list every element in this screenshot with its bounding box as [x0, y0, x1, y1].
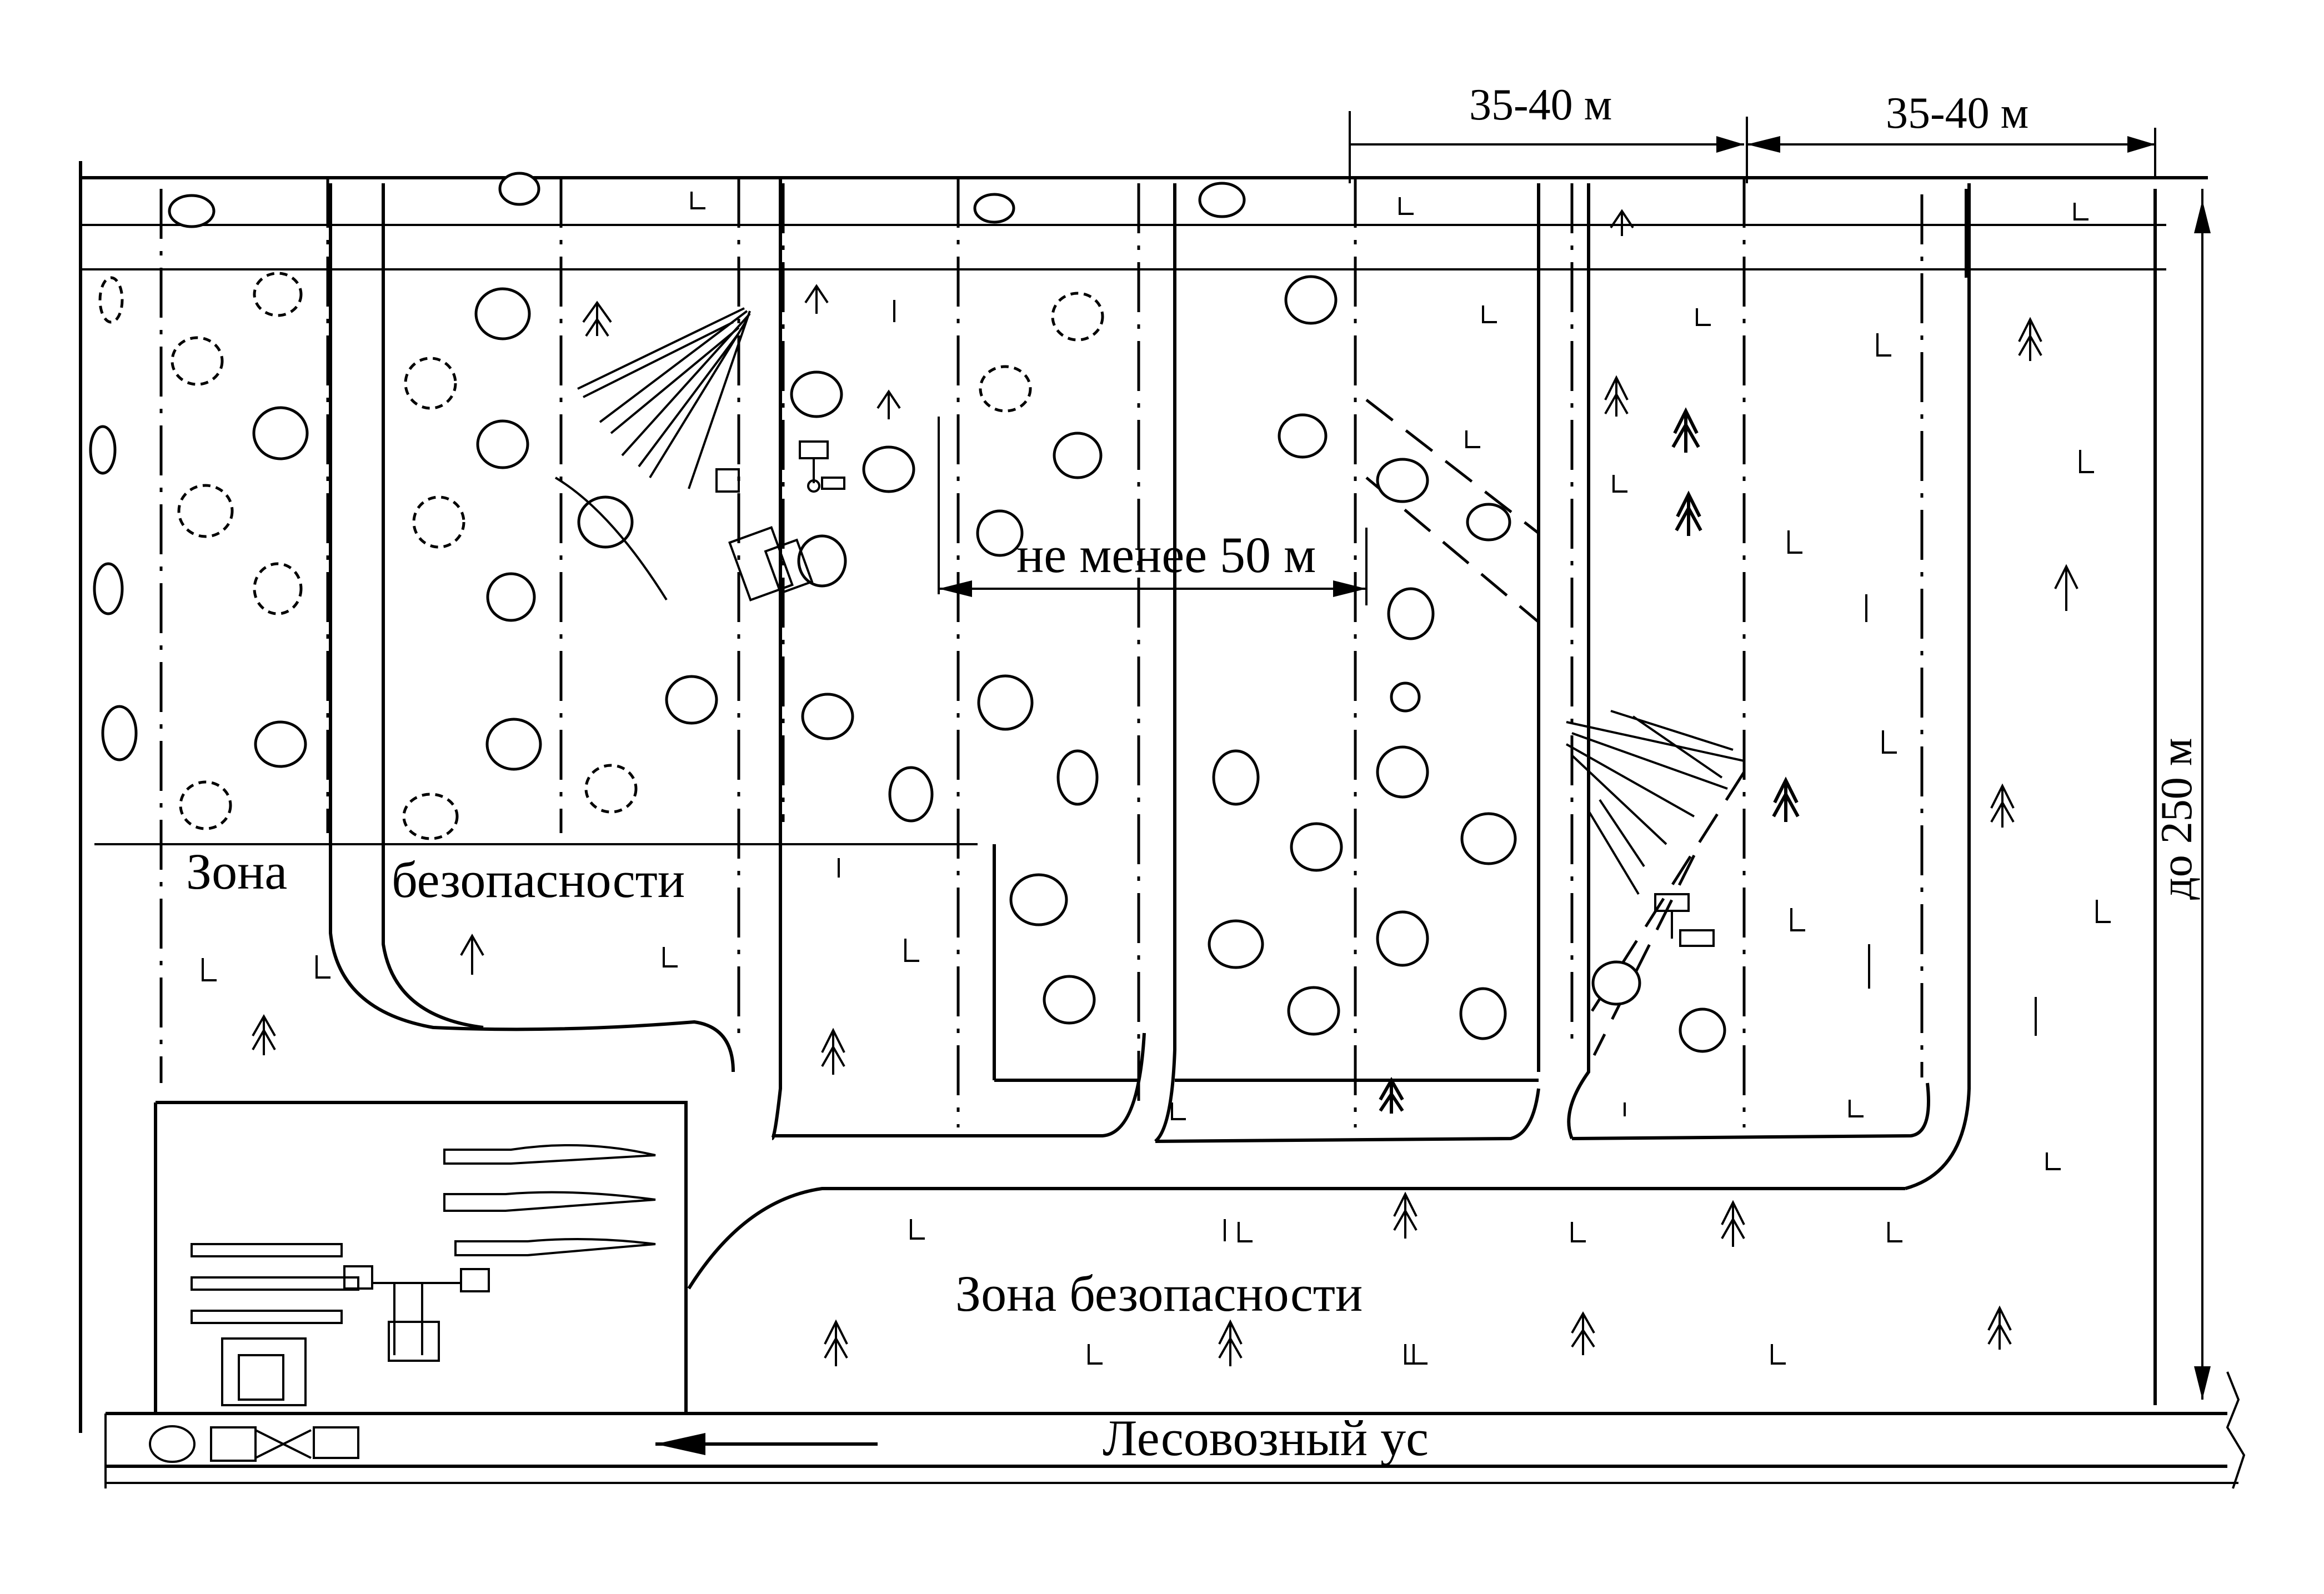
log-truck — [149, 1425, 359, 1463]
feller-buncher-right — [1566, 710, 1745, 947]
logging-road — [104, 1371, 2246, 1489]
safety-zone-upper-label-2: безопасности — [392, 851, 685, 908]
strip-boundaries — [159, 178, 1968, 1127]
safety-zone-upper-label-1: Зона — [186, 843, 287, 900]
dimension-label-top-1: 35-40 м — [1469, 81, 1612, 129]
dimension-label-middle: не менее 50 м — [1016, 527, 1316, 583]
skid-trails — [94, 178, 2157, 1413]
loading-area — [191, 1144, 656, 1406]
stump-symbols — [202, 192, 2111, 1365]
feller-buncher-upper — [554, 307, 814, 601]
dimension-lines — [938, 111, 2211, 1400]
conifer-symbols — [252, 209, 2078, 1366]
tree-crowns — [89, 172, 1726, 1053]
machine-upper-small — [799, 440, 845, 493]
dimension-label-top-2: 35-40 м — [1886, 89, 2029, 138]
road-label: Лесовозный ус — [1103, 1410, 1429, 1466]
safety-zone-lower-label: Зона безопасности — [955, 1265, 1363, 1322]
site-boundary — [79, 161, 2208, 1433]
dimension-label-side: до 250 м — [2152, 738, 2201, 900]
